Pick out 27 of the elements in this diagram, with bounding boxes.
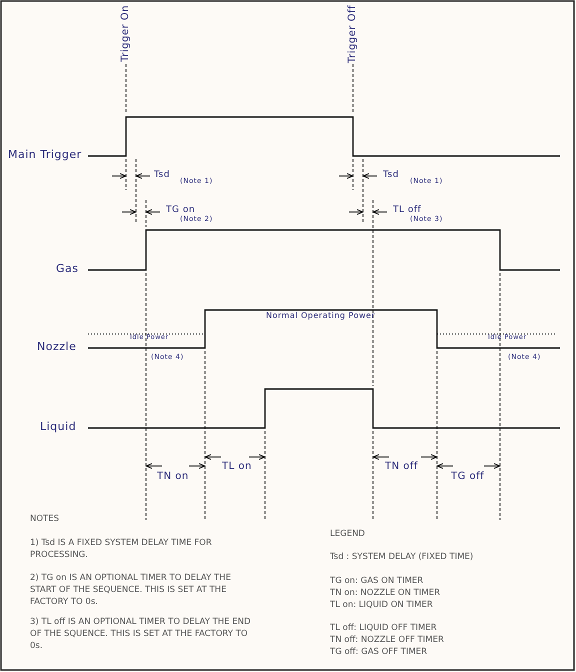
timer-label: TL off bbox=[393, 205, 422, 216]
timer-label: TN on bbox=[157, 471, 189, 482]
timer-label: TN off bbox=[385, 461, 418, 472]
note-text: 1) Tsd IS A FIXED SYSTEM DELAY TIME FOR PROCESSING. bbox=[30, 537, 213, 561]
timer-label: TG off bbox=[451, 471, 484, 482]
legend-entry: Tsd : SYSTEM DELAY (FIXED TIME) bbox=[330, 551, 474, 563]
legend-entry: TL off: LIQUID OFF TIMER bbox=[330, 622, 438, 634]
signal-label: Nozzle bbox=[37, 341, 76, 354]
timer-label: TL on bbox=[222, 461, 252, 472]
signal-label: Main Trigger bbox=[8, 149, 82, 162]
level-label: Normal Operating Power bbox=[266, 311, 376, 320]
signal-label: Gas bbox=[56, 263, 78, 276]
signal-label: Liquid bbox=[40, 421, 76, 434]
note-text: 2) TG on IS AN OPTIONAL TIMER TO DELAY THE START OF THE SEQUENCE. THIS IS SET AT THE FACTORY TO 0s. bbox=[30, 572, 232, 608]
legend-entry: TN on: NOZZLE ON TIMER bbox=[330, 587, 441, 599]
event-label: Trigger On bbox=[120, 5, 132, 62]
legend-entry: TL on: LIQUID ON TIMER bbox=[330, 599, 434, 611]
legend-entry: TN off: NOZZLE OFF TIMER bbox=[330, 634, 445, 646]
legend-heading: LEGEND bbox=[330, 528, 366, 540]
timer-label: Tsd bbox=[154, 170, 170, 180]
timer-label: Tsd bbox=[383, 170, 399, 180]
note-text: 3) TL off IS AN OPTIONAL TIMER TO DELAY THE END OF THE SQUENCE. THIS IS SET AT THE FACTORY TO 0s. bbox=[30, 616, 252, 652]
legend-entry: TG on: GAS ON TIMER bbox=[330, 575, 424, 587]
notes-heading: NOTES bbox=[30, 513, 60, 525]
legend-entry: TG off: GAS OFF TIMER bbox=[330, 646, 428, 658]
event-label: Trigger Off bbox=[347, 5, 358, 64]
timer-label: TG on bbox=[166, 205, 196, 216]
